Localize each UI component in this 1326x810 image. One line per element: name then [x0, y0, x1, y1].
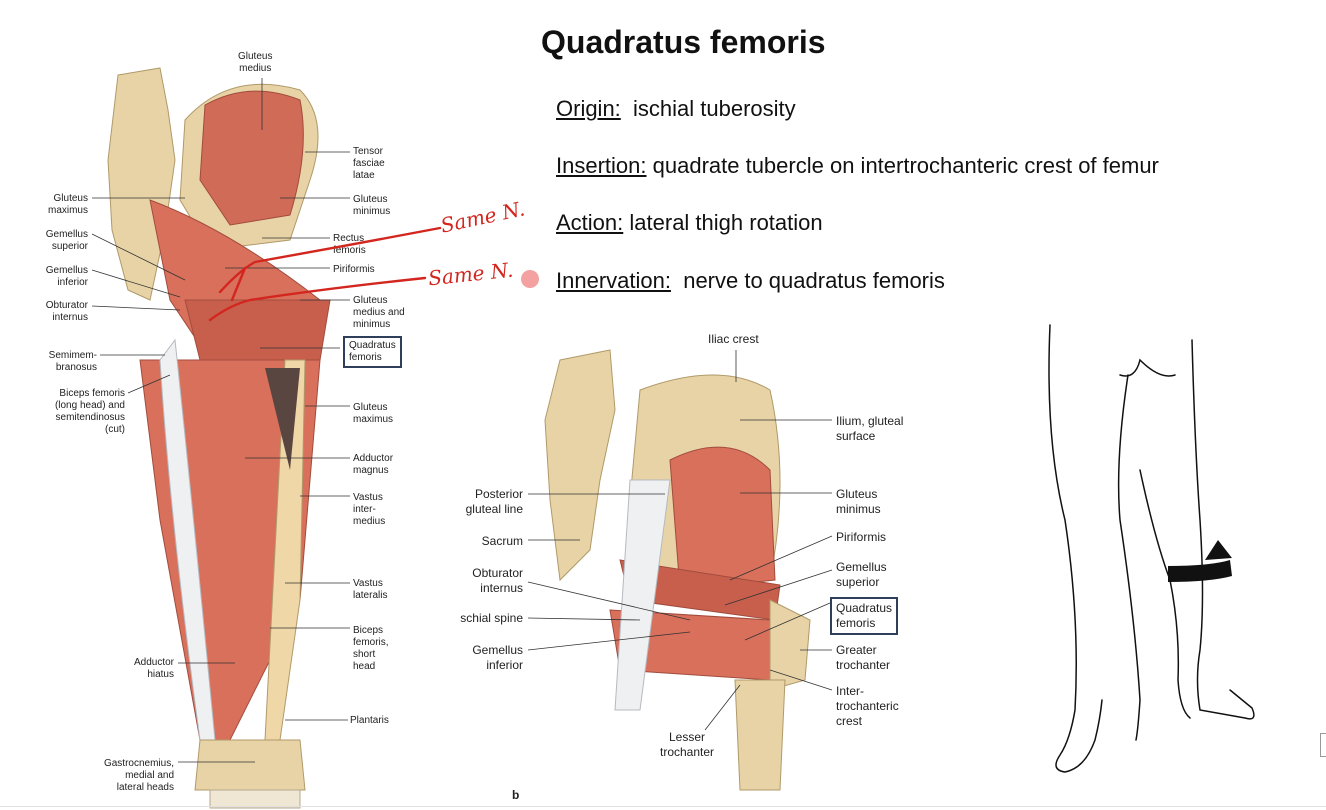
fig1-label-plantaris: Plantaris: [350, 715, 389, 726]
fig2-label-piriformis: Piriformis: [836, 530, 886, 544]
insertion-row: Insertion: quadrate tubercle on intertro…: [556, 153, 1159, 179]
innervation-label: Innervation:: [556, 268, 671, 293]
fig1-label-piriformis: Piriformis: [333, 264, 375, 275]
action-value: lateral thigh rotation: [629, 210, 823, 235]
fig2-leader-lines: [527, 350, 833, 731]
origin-label: Origin:: [556, 96, 621, 121]
posterior-thigh-illustration: [107, 67, 331, 809]
gluteal-region-illustration: [544, 349, 811, 791]
insertion-value: quadrate tubercle on intertrochanteric c…: [652, 153, 1159, 178]
fig1-label-semimembranosus: Semimem-branosus: [48, 350, 97, 373]
fig1-leader-lines: [91, 78, 350, 763]
page-title: Quadratus femoris: [541, 24, 826, 60]
origin-value: ischial tuberosity: [633, 96, 796, 121]
innervation-row: Innervation: nerve to quadratus femoris: [556, 268, 945, 294]
action-row: Action: lateral thigh rotation: [556, 210, 823, 236]
action-label: Action:: [556, 210, 624, 235]
pointer-dot: [521, 270, 539, 288]
origin-row: Origin: ischial tuberosity: [556, 96, 796, 122]
bottom-divider: [0, 806, 1326, 807]
edge-widget: [1320, 733, 1326, 757]
insertion-label: Insertion:: [556, 153, 647, 178]
fig2-label-iliac-crest: Iliac crest: [708, 332, 759, 346]
innervation-value: nerve to quadratus femoris: [683, 268, 945, 293]
red-ink-annotations: [208, 226, 442, 322]
fig2-panel-letter: b: [512, 788, 520, 802]
fig2-label-sacrum: Sacrum: [481, 534, 523, 548]
leg-rotation-sketch: [1048, 324, 1255, 773]
fig2-label-ischial-spine: schial spine: [460, 611, 523, 625]
